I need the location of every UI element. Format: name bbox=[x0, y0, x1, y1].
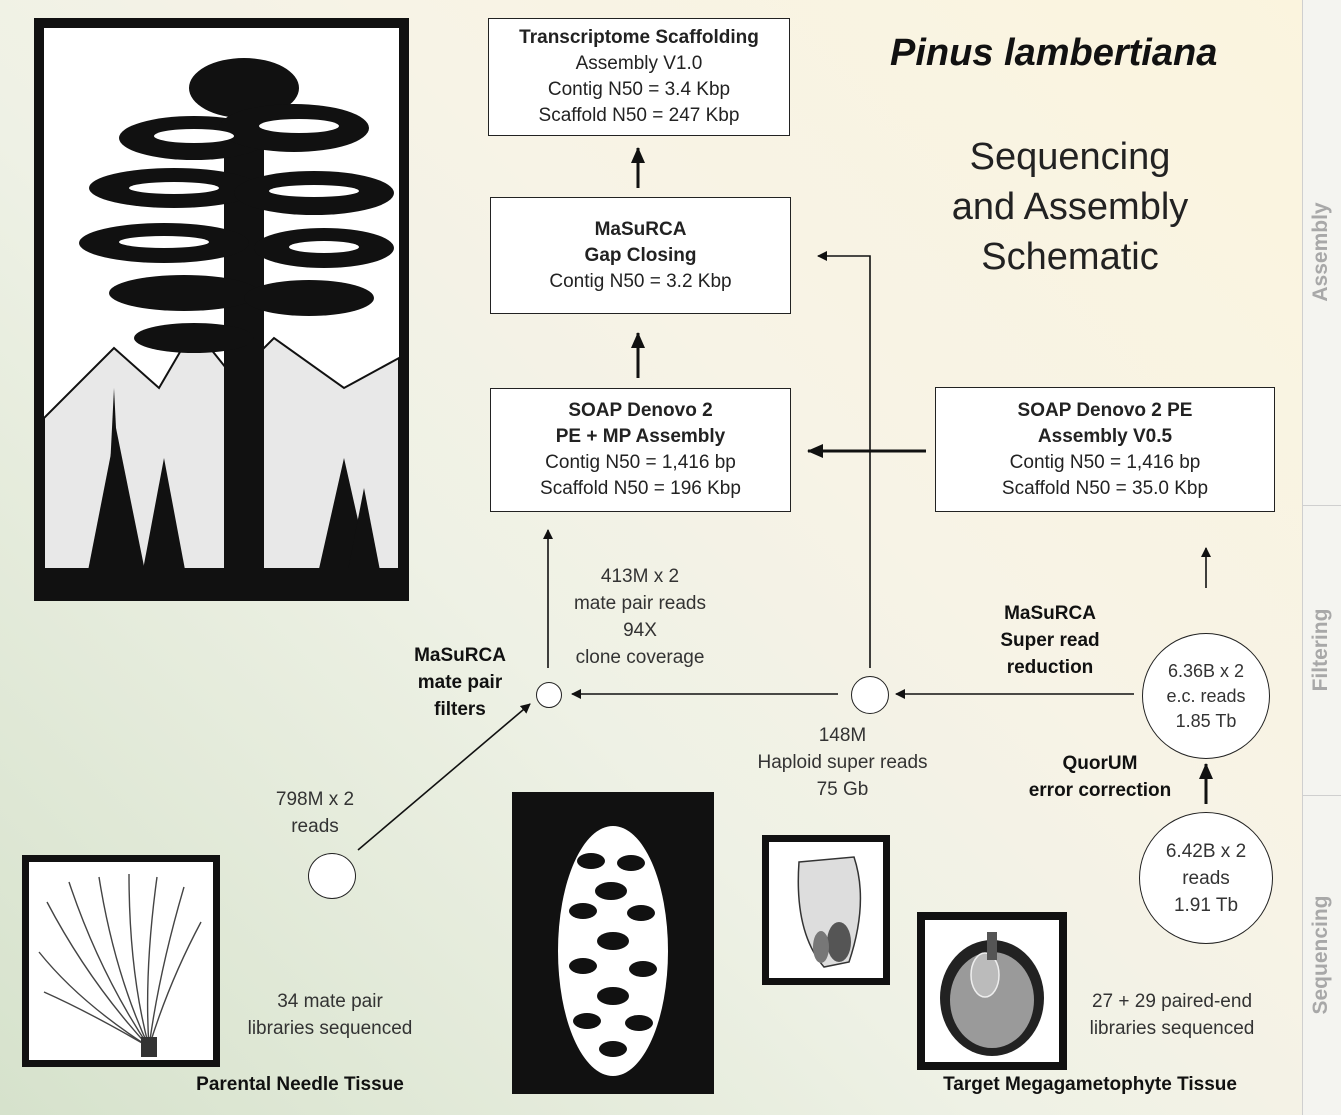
mate-pair-filters-label: MaSuRCA mate pair filters bbox=[396, 642, 524, 723]
label-line: 148M bbox=[740, 722, 945, 749]
label-line: reads bbox=[255, 813, 375, 840]
mate-pair-reads-label: 413M x 2 mate pair reads 94X clone cover… bbox=[560, 563, 720, 671]
label-line: 413M x 2 bbox=[560, 563, 720, 590]
super-read-reduction-label: MaSuRCA Super read reduction bbox=[985, 600, 1115, 681]
label-line: error correction bbox=[1010, 777, 1190, 804]
label-line: filters bbox=[396, 696, 524, 723]
arrow-needle-to-matepair bbox=[358, 704, 530, 850]
super-reads-label: 148M Haploid super reads 75 Gb bbox=[740, 722, 945, 803]
label-line: 75 Gb bbox=[740, 776, 945, 803]
label-line: clone coverage bbox=[560, 644, 720, 671]
label-line: 34 mate pair bbox=[230, 988, 430, 1015]
label-line: 798M x 2 bbox=[255, 786, 375, 813]
label-line: mate pair reads bbox=[560, 590, 720, 617]
label-line: 27 + 29 paired-end bbox=[1073, 988, 1271, 1015]
label-line: Super read bbox=[985, 627, 1115, 654]
parental-tissue-caption: Parental Needle Tissue bbox=[160, 1071, 440, 1098]
label-line: libraries sequenced bbox=[230, 1015, 430, 1042]
label-line: mate pair bbox=[396, 669, 524, 696]
label-line: 94X bbox=[560, 617, 720, 644]
label-line: MaSuRCA bbox=[396, 642, 524, 669]
error-correction-label: QuorUM error correction bbox=[1010, 750, 1190, 804]
arrow-superreads-to-gap bbox=[818, 256, 870, 668]
paired-end-libraries-label: 27 + 29 paired-end libraries sequenced bbox=[1073, 988, 1271, 1042]
target-tissue-caption: Target Megagametophyte Tissue bbox=[900, 1071, 1280, 1098]
label-line: QuorUM bbox=[1010, 750, 1190, 777]
needle-reads-label: 798M x 2 reads bbox=[255, 786, 375, 840]
label-line: reduction bbox=[985, 654, 1115, 681]
mate-pair-libraries-label: 34 mate pair libraries sequenced bbox=[230, 988, 430, 1042]
label-line: Haploid super reads bbox=[740, 749, 945, 776]
label-line: MaSuRCA bbox=[985, 600, 1115, 627]
label-line: libraries sequenced bbox=[1073, 1015, 1271, 1042]
